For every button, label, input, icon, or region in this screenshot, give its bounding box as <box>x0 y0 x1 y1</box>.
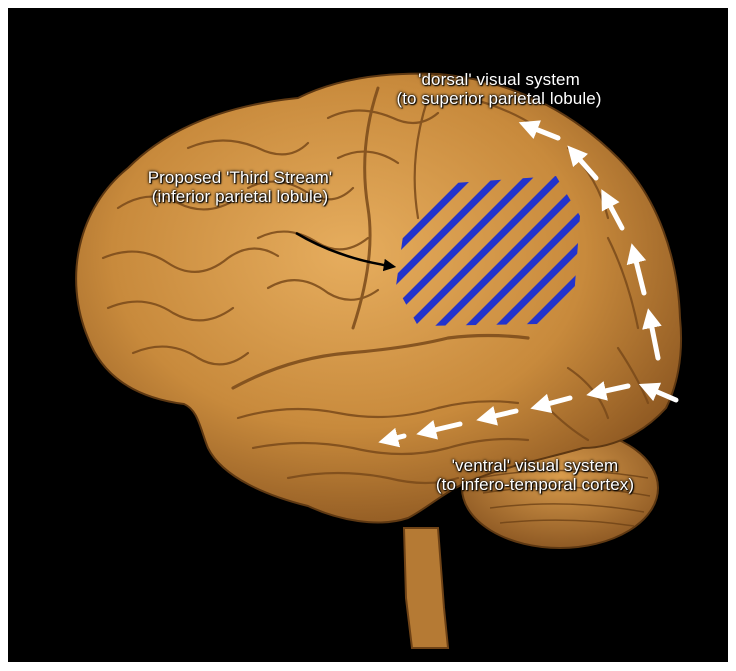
third-stream-label-line2: (inferior parietal lobule) <box>90 187 390 206</box>
ventral-label-line1: 'ventral' visual system <box>370 456 700 475</box>
brain-stem <box>404 528 448 648</box>
ventral-stream-label: 'ventral' visual system (to infero-tempo… <box>370 456 700 494</box>
dorsal-label-line2: (to superior parietal lobule) <box>334 89 664 108</box>
third-stream-label-line1: Proposed 'Third Stream' <box>90 168 390 187</box>
dorsal-stream-label: 'dorsal' visual system (to superior pari… <box>334 70 664 108</box>
brain-figure: 'dorsal' visual system (to superior pari… <box>8 8 728 662</box>
dorsal-label-line1: 'dorsal' visual system <box>334 70 664 89</box>
third-stream-label: Proposed 'Third Stream' (inferior pariet… <box>90 168 390 206</box>
ventral-label-line2: (to infero-temporal cortex) <box>370 475 700 494</box>
